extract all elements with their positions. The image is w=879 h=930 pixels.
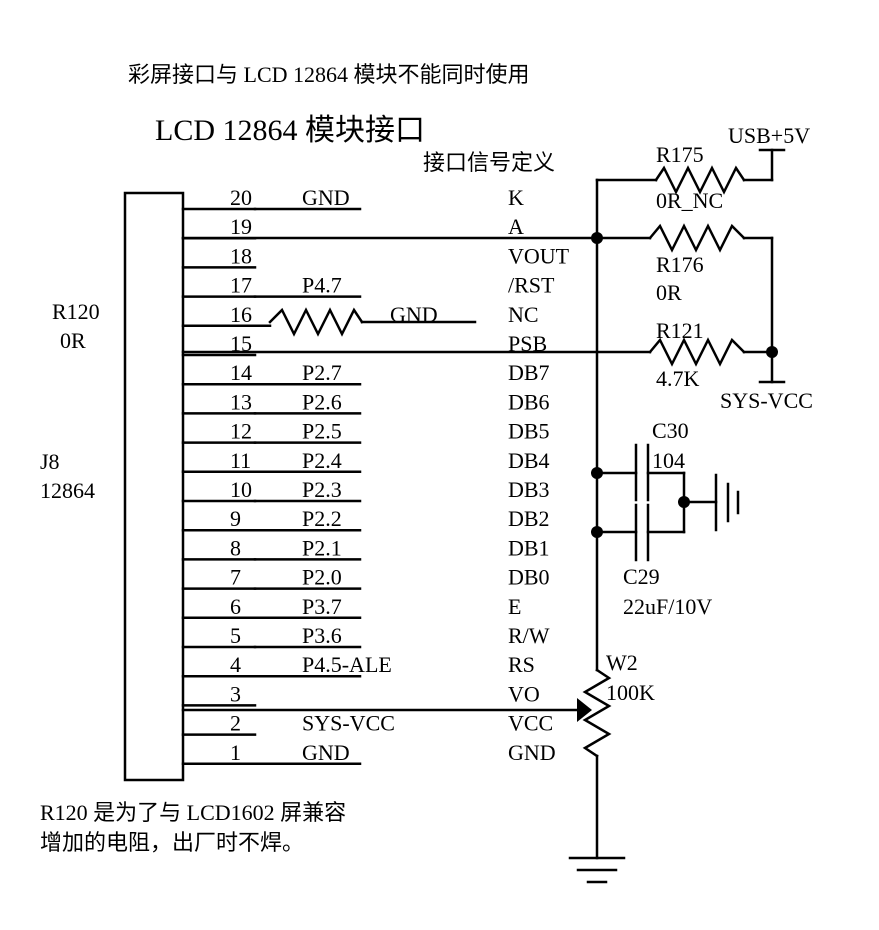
r175-value: 0R_NC [656, 188, 723, 213]
r120-ref: R120 [52, 299, 100, 324]
pin-number: 11 [230, 448, 251, 473]
pin-number: 6 [230, 594, 241, 619]
pin-signal-label: DB5 [508, 419, 550, 444]
pin-signal-label: E [508, 594, 521, 619]
w2-ref: W2 [606, 650, 638, 675]
r120-value: 0R [60, 328, 86, 353]
connector-j8-body [123, 191, 185, 782]
connector-value: 12864 [40, 478, 95, 503]
pin-signal-label: VOUT [508, 243, 570, 268]
w2-value: 100K [606, 680, 655, 705]
c30-ref: C30 [652, 418, 689, 443]
pin-number: 16 [230, 302, 252, 327]
pin-number: 19 [230, 214, 252, 239]
resistor-r175 [654, 165, 746, 195]
connector-ref: J8 [40, 449, 60, 474]
pin-number: 4 [230, 652, 241, 677]
pin-number: 5 [230, 623, 241, 648]
pin-number: 9 [230, 506, 241, 531]
pin-signal-label: RS [508, 652, 535, 677]
r121-ref: R121 [656, 318, 704, 343]
pin-number: 1 [230, 740, 241, 765]
pin-net-label: GND [302, 185, 350, 210]
pin-number: 17 [230, 273, 252, 298]
pin-number: 14 [230, 360, 252, 385]
pin-net-label: P3.6 [302, 623, 342, 648]
junction-a [591, 232, 603, 244]
pin-signal-label: DB3 [508, 477, 550, 502]
pin-net-label: P2.5 [302, 419, 342, 444]
pin-signal-label: A [508, 214, 524, 239]
pin-number: 7 [230, 565, 241, 590]
pin-signal-label: DB4 [508, 448, 550, 473]
pin-net-label: P2.3 [302, 477, 342, 502]
pin-number: 18 [230, 243, 252, 268]
c29-value: 22uF/10V [623, 594, 712, 619]
pin-signal-label: DB1 [508, 535, 550, 560]
pin-number: 12 [230, 419, 252, 444]
r176-ref: R176 [656, 252, 704, 277]
pin-signal-label: K [508, 185, 524, 210]
pin-signal-label: DB7 [508, 360, 550, 385]
module-title: LCD 12864 模块接口 [155, 114, 425, 147]
pin-net-label: P4.7 [302, 273, 342, 298]
pin-net-label: P2.1 [302, 535, 342, 560]
pin-net-label: P2.2 [302, 506, 342, 531]
pin-net-label: SYS-VCC [302, 711, 395, 736]
pin-net-label: P3.7 [302, 594, 342, 619]
c30-value: 104 [652, 448, 685, 473]
potentiometer-w2 [582, 668, 612, 758]
r175-ref: R175 [656, 142, 704, 167]
resistor-r120 [268, 307, 364, 337]
pin-signal-label: GND [508, 740, 556, 765]
pin-net-label: P2.4 [302, 448, 342, 473]
pin-number: 8 [230, 535, 241, 560]
r176-value: 0R [656, 280, 682, 305]
pin-signal-label: VCC [508, 711, 553, 736]
w2-wiper-arrow [577, 698, 592, 722]
pin-number: 15 [230, 331, 252, 356]
pin-number: 20 [230, 185, 252, 210]
pin-signal-label: /RST [508, 273, 555, 298]
signal-definition-title: 接口信号定义 [423, 150, 555, 175]
footer-note-line1: R120 是为了与 LCD1602 屏兼容 [40, 800, 346, 825]
r121-value: 4.7K [656, 366, 700, 391]
header-note: 彩屏接口与 LCD 12864 模块不能同时使用 [128, 62, 530, 87]
resistor-r176 [648, 223, 746, 253]
pin-signal-label: DB0 [508, 565, 550, 590]
usb5v-label: USB+5V [728, 123, 810, 148]
sysvcc-label: SYS-VCC [720, 388, 813, 413]
resistor-r121 [648, 337, 746, 367]
pin-number: 10 [230, 477, 252, 502]
pin-net-label: P2.6 [302, 389, 342, 414]
pin-signal-label: VO [508, 681, 540, 706]
c29-ref: C29 [623, 564, 660, 589]
pin-signal-label: DB6 [508, 389, 550, 414]
pin-net-label: P2.7 [302, 360, 342, 385]
pin-number: 2 [230, 711, 241, 736]
pin-net-label: P2.0 [302, 565, 342, 590]
pin-signal-label: DB2 [508, 506, 550, 531]
footer-note-line2: 增加的电阻，出厂时不焊。 [40, 830, 304, 855]
pin-number: 13 [230, 389, 252, 414]
pin-signal-label: NC [508, 302, 539, 327]
pin-net-label: GND [302, 740, 350, 765]
pin-number: 3 [230, 681, 241, 706]
junction-sysvcc [766, 346, 778, 358]
pin-signal-label: R/W [508, 623, 550, 648]
pin-net-label: P4.5-ALE [302, 652, 392, 677]
